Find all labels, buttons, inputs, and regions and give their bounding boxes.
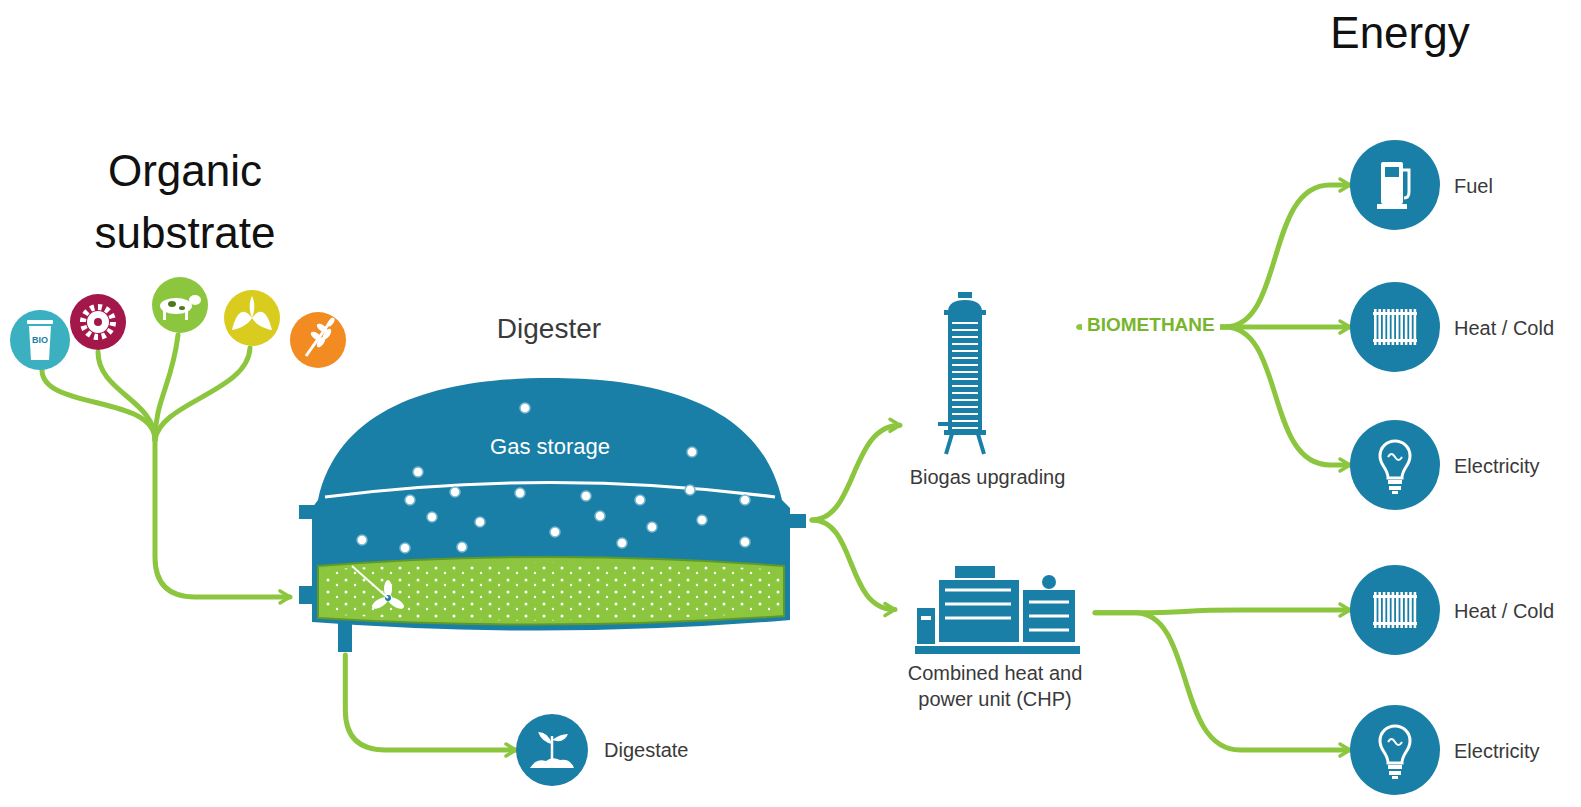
bulb-icon	[1350, 420, 1440, 510]
flow-arrow	[1079, 327, 1350, 465]
energy-node: Heat / Cold	[1350, 565, 1558, 655]
digestate-icon	[516, 714, 588, 786]
node-label: Combined heat and power unit (CHP)	[900, 660, 1090, 712]
flow-arrow	[1095, 613, 1350, 750]
tank-label: Gas storage	[440, 433, 660, 462]
bulb-icon	[1350, 705, 1440, 795]
gear-icon	[70, 294, 126, 350]
node-label: Heat / Cold	[1454, 598, 1554, 624]
upgrading-column	[900, 290, 1075, 460]
flow-arrow	[812, 425, 900, 520]
flow-arrow	[42, 370, 290, 597]
chp-engine	[895, 560, 1095, 660]
chp-node: Combined heat and power unit (CHP)	[895, 560, 1095, 720]
feed-lines	[98, 335, 250, 440]
radiator-icon	[1350, 282, 1440, 372]
energy-node: Fuel	[1350, 140, 1550, 230]
flow-arrow	[812, 520, 895, 610]
radiator-icon	[1350, 565, 1440, 655]
digestate-node: Digestate	[516, 714, 706, 786]
livestock-icon	[152, 277, 208, 333]
flow-arrow	[345, 655, 516, 750]
node-label: Heat / Cold	[1454, 315, 1554, 341]
energy-node: Electricity	[1350, 705, 1550, 795]
section-heading: Organic substrate	[60, 140, 310, 263]
bio-bin-node: BIO	[10, 310, 74, 370]
plant-icon	[224, 290, 280, 346]
node-heading: Digester	[290, 311, 808, 347]
energy-node: Heat / Cold	[1350, 282, 1558, 372]
icon-text: BIO	[10, 335, 70, 347]
node-label: Electricity	[1454, 453, 1540, 479]
energy-node: Electricity	[1350, 420, 1550, 510]
node-label: Digestate	[604, 737, 689, 763]
digester-node: DigesterGas storage	[290, 305, 812, 655]
node-label: Electricity	[1454, 738, 1540, 764]
digester-tank	[290, 305, 808, 655]
upgrading-node: Biogas upgrading	[900, 290, 1079, 495]
grain-icon	[290, 312, 346, 368]
edge-label: BIOMETHANE	[1082, 313, 1220, 338]
node-label: Fuel	[1454, 173, 1493, 199]
fuel-icon	[1350, 140, 1440, 230]
node-label: Biogas upgrading	[900, 464, 1075, 490]
section-heading: Energy	[1280, 2, 1520, 64]
flow-arrow	[1079, 185, 1350, 327]
